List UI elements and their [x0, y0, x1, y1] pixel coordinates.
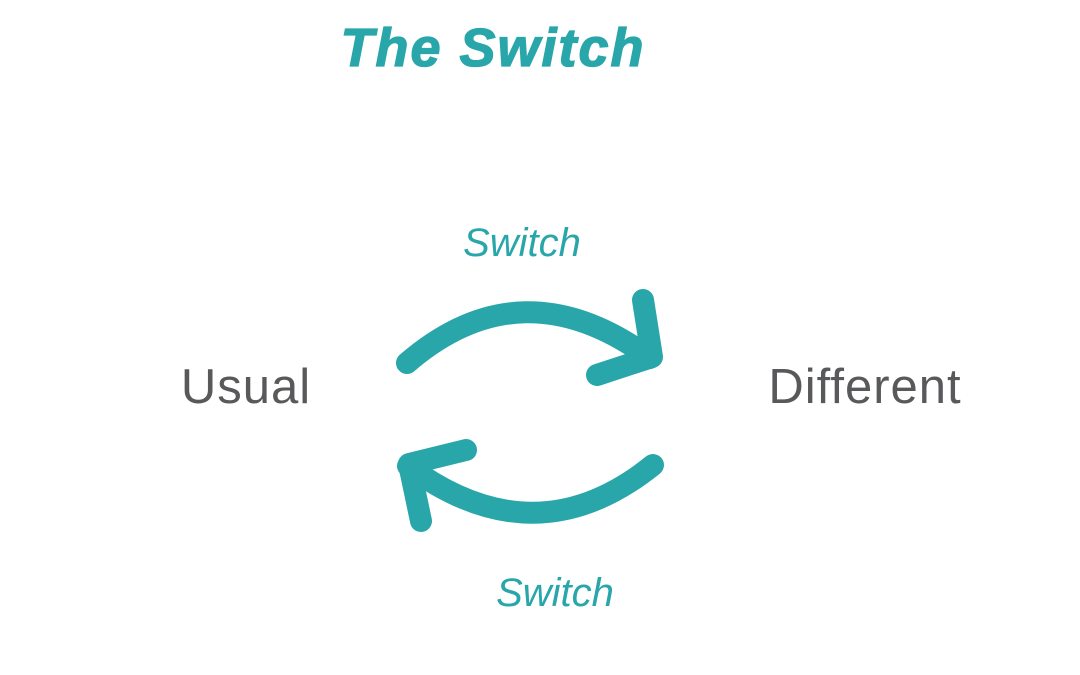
top-arrow-head: [586, 289, 663, 386]
slide-title: The Switch: [340, 18, 646, 78]
bottom-arrow-head: [398, 439, 477, 532]
bottom-switch-arrow-icon: [397, 439, 664, 532]
left-node-label: Usual: [180, 360, 312, 414]
top-switch-arrow-icon: [396, 289, 663, 386]
bottom-arrow-label: Switch: [496, 571, 614, 615]
top-arrow-label: Switch: [463, 221, 581, 265]
bottom-arrow-curve: [397, 454, 664, 524]
right-node-label: Different: [768, 360, 962, 414]
top-arrow-curve: [396, 301, 661, 374]
